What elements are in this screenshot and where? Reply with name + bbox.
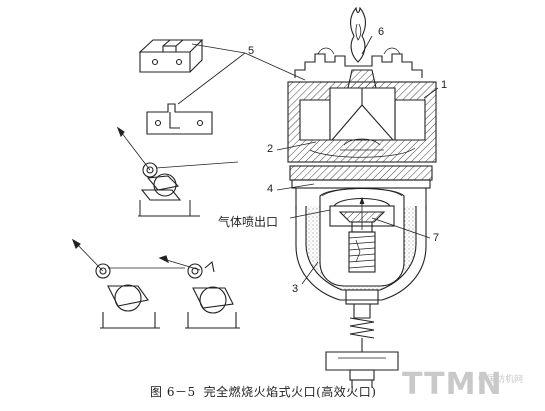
label-5: 5 — [248, 45, 255, 57]
sketch-top-left — [116, 126, 239, 217]
label-1: 1 — [441, 79, 448, 91]
watermark-logo: TTMN — [402, 367, 503, 402]
plate-detail — [146, 103, 213, 135]
burner-main — [287, 6, 437, 388]
flow-arrows — [309, 147, 416, 230]
caption-title: 完全燃烧火焰式火口(高效火口) — [203, 385, 377, 399]
leader-5 — [177, 43, 306, 105]
watermark-site: 中国纺机网 — [478, 375, 524, 385]
label-3: 3 — [292, 283, 299, 295]
figure-caption: 图 6－5 完全燃烧火焰式火口(高效火口) — [150, 383, 384, 400]
block-detail-isometric — [138, 39, 204, 73]
label-2: 2 — [267, 143, 274, 155]
label-7: 7 — [433, 232, 440, 244]
sketch-bottom-left — [71, 238, 185, 329]
label-4: 4 — [267, 183, 274, 195]
caption-number: 图 6－5 — [150, 385, 196, 399]
sketch-bottom-middle — [158, 255, 240, 329]
label-6: 6 — [378, 26, 385, 38]
leader-lines — [276, 35, 439, 285]
gas-outlet-label: 气体喷出口 — [218, 215, 279, 229]
